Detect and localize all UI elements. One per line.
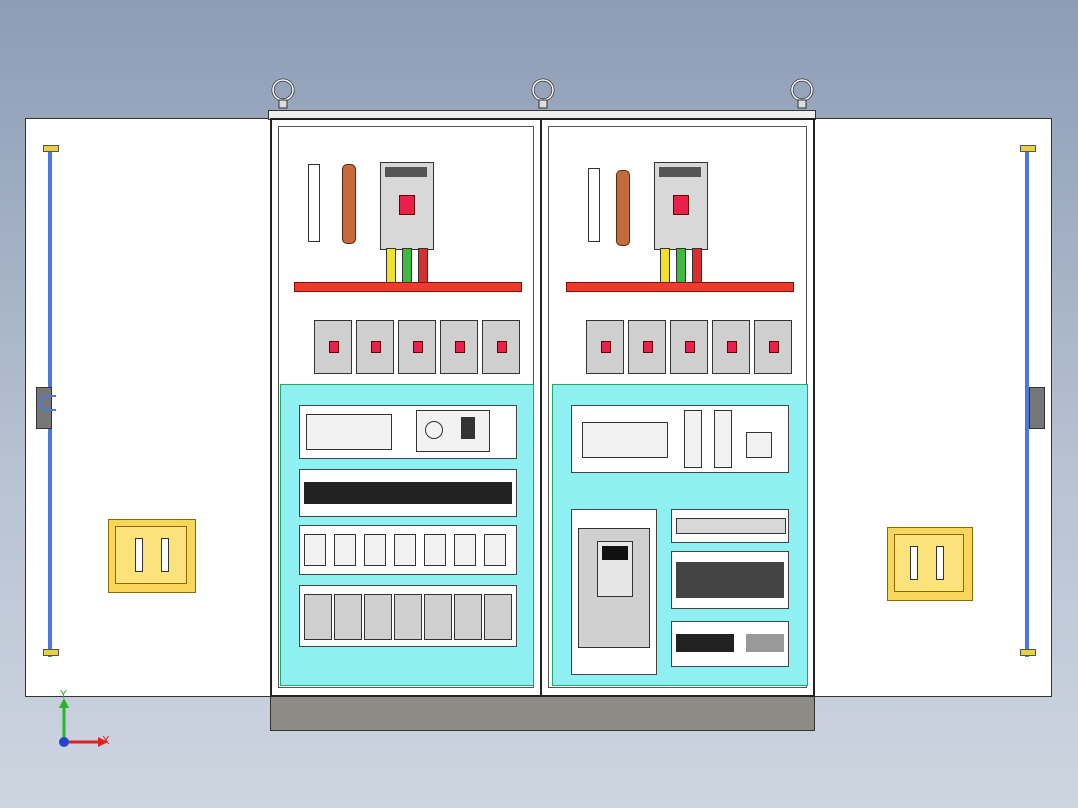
right-terminal-cluster[interactable]	[746, 432, 772, 458]
right-door[interactable]	[812, 118, 1052, 697]
left-contactor-section	[299, 585, 517, 647]
left-main-breaker[interactable]	[380, 162, 434, 250]
right-vfd[interactable]	[578, 528, 650, 648]
left-relay-1[interactable]	[304, 534, 326, 566]
right-phase-l1	[660, 248, 670, 284]
right-terminal-section	[671, 621, 789, 667]
left-contactor-5[interactable]	[424, 594, 452, 640]
left-branch-breaker-1[interactable]	[314, 320, 352, 374]
right-cabinet	[540, 118, 815, 697]
left-contactor-4[interactable]	[394, 594, 422, 640]
left-contactor-1[interactable]	[304, 594, 332, 640]
left-relay-3[interactable]	[364, 534, 386, 566]
left-relay-6[interactable]	[454, 534, 476, 566]
left-branch-breaker-2[interactable]	[356, 320, 394, 374]
right-door-hinge-bottom	[1020, 649, 1036, 656]
right-lower-mounting-plate	[552, 384, 808, 686]
left-contactor-7[interactable]	[484, 594, 512, 640]
lifting-eye-icon	[530, 78, 556, 110]
axis-triad-icon	[54, 690, 124, 752]
right-branch-breaker-1[interactable]	[586, 320, 624, 374]
axis-x-label: X	[102, 734, 110, 747]
left-relay-2[interactable]	[334, 534, 356, 566]
left-main-breaker-handle[interactable]	[399, 195, 415, 215]
left-plc[interactable]	[306, 414, 392, 450]
right-terminal-block-2	[746, 634, 784, 652]
right-plc[interactable]	[582, 422, 668, 458]
right-branch-breaker-5[interactable]	[754, 320, 792, 374]
left-contactor-6[interactable]	[454, 594, 482, 640]
left-plc-section	[299, 405, 517, 459]
cabinet-plinth	[270, 695, 815, 731]
right-module-1[interactable]	[684, 410, 702, 468]
right-branch-breaker-2[interactable]	[628, 320, 666, 374]
left-branch-breaker-5[interactable]	[482, 320, 520, 374]
left-terminal-block-row	[304, 482, 512, 504]
right-module-2[interactable]	[714, 410, 732, 468]
right-contactor-row	[676, 562, 784, 598]
right-branch-breaker-4[interactable]	[712, 320, 750, 374]
right-door-lock-handle[interactable]	[887, 527, 973, 601]
left-relay-7[interactable]	[484, 534, 506, 566]
right-branch-breaker-3[interactable]	[670, 320, 708, 374]
left-power-supply[interactable]	[416, 410, 490, 452]
right-breaker-row-section	[671, 509, 789, 543]
right-phase-l2	[676, 248, 686, 284]
left-ground-terminal-strip	[308, 164, 320, 242]
right-contactor-section	[671, 551, 789, 609]
left-relay-section	[299, 525, 517, 575]
left-branch-breaker-3[interactable]	[398, 320, 436, 374]
left-lower-mounting-plate	[280, 384, 534, 686]
right-copper-busbar	[616, 170, 630, 246]
left-door-latch-blue	[40, 395, 56, 411]
left-branch-breaker-4[interactable]	[440, 320, 478, 374]
left-contactor-3[interactable]	[364, 594, 392, 640]
right-door-latch[interactable]	[1029, 387, 1045, 429]
right-vfd-section	[571, 509, 657, 675]
right-vfd-keypad[interactable]	[597, 541, 633, 597]
right-terminal-row	[676, 518, 786, 534]
left-door-lock-handle[interactable]	[108, 519, 196, 593]
left-busbar	[294, 282, 522, 292]
left-copper-busbar	[342, 164, 356, 244]
right-main-breaker-handle[interactable]	[673, 195, 689, 215]
left-relay-5[interactable]	[424, 534, 446, 566]
left-phase-l3	[418, 248, 428, 284]
left-phase-l1	[386, 248, 396, 284]
left-relay-4[interactable]	[394, 534, 416, 566]
axis-y-label: Y	[60, 688, 67, 701]
right-ground-terminal-strip	[588, 168, 600, 242]
left-door-hinge-top	[43, 145, 59, 152]
left-terminal-section	[299, 469, 517, 517]
right-main-breaker[interactable]	[654, 162, 708, 250]
right-terminal-block-1	[676, 634, 734, 652]
left-door[interactable]	[25, 118, 272, 697]
lifting-eye-icon	[789, 78, 815, 110]
right-door-rod	[1025, 147, 1029, 657]
right-plc-section	[571, 405, 789, 473]
left-door-hinge-bottom	[43, 649, 59, 656]
left-cabinet	[270, 118, 542, 697]
lifting-eye-icon	[270, 78, 296, 110]
right-door-hinge-top	[1020, 145, 1036, 152]
right-busbar	[566, 282, 794, 292]
right-phase-l3	[692, 248, 702, 284]
left-phase-l2	[402, 248, 412, 284]
left-contactor-2[interactable]	[334, 594, 362, 640]
